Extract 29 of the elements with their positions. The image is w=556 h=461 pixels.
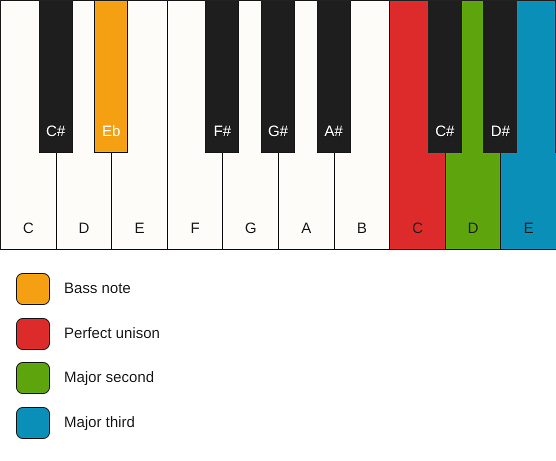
accidental-key (428, 0, 462, 153)
legend-label: Perfect unison (64, 324, 160, 342)
note-label: A (300, 220, 312, 237)
note-label: D (466, 220, 480, 237)
legend-label: Major second (64, 369, 154, 386)
note-label: G (244, 220, 258, 237)
note-label: C (22, 220, 35, 237)
legend-label: Bass note (64, 280, 131, 297)
note-label: Eb (101, 123, 122, 140)
natural-key (500, 153, 556, 250)
note-label: B (356, 220, 368, 237)
note-label: C# (45, 123, 66, 140)
accidental-key (261, 0, 295, 153)
legend-label: Major third (64, 414, 135, 432)
accidental-key (205, 0, 240, 153)
accidental-key (316, 0, 351, 153)
note-label: F (190, 220, 201, 237)
note-label: A# (323, 123, 344, 140)
note-label: D# (490, 123, 511, 140)
note-label: E (522, 220, 535, 237)
accidental-key (38, 0, 73, 153)
note-label: C# (434, 123, 456, 140)
note-label: E (133, 220, 146, 237)
note-label: F# (212, 123, 232, 140)
accidental-key (483, 0, 518, 153)
note-label: G# (266, 123, 289, 140)
note-label: D (77, 220, 90, 237)
note-label: C (411, 220, 424, 237)
accidental-key (94, 0, 128, 153)
